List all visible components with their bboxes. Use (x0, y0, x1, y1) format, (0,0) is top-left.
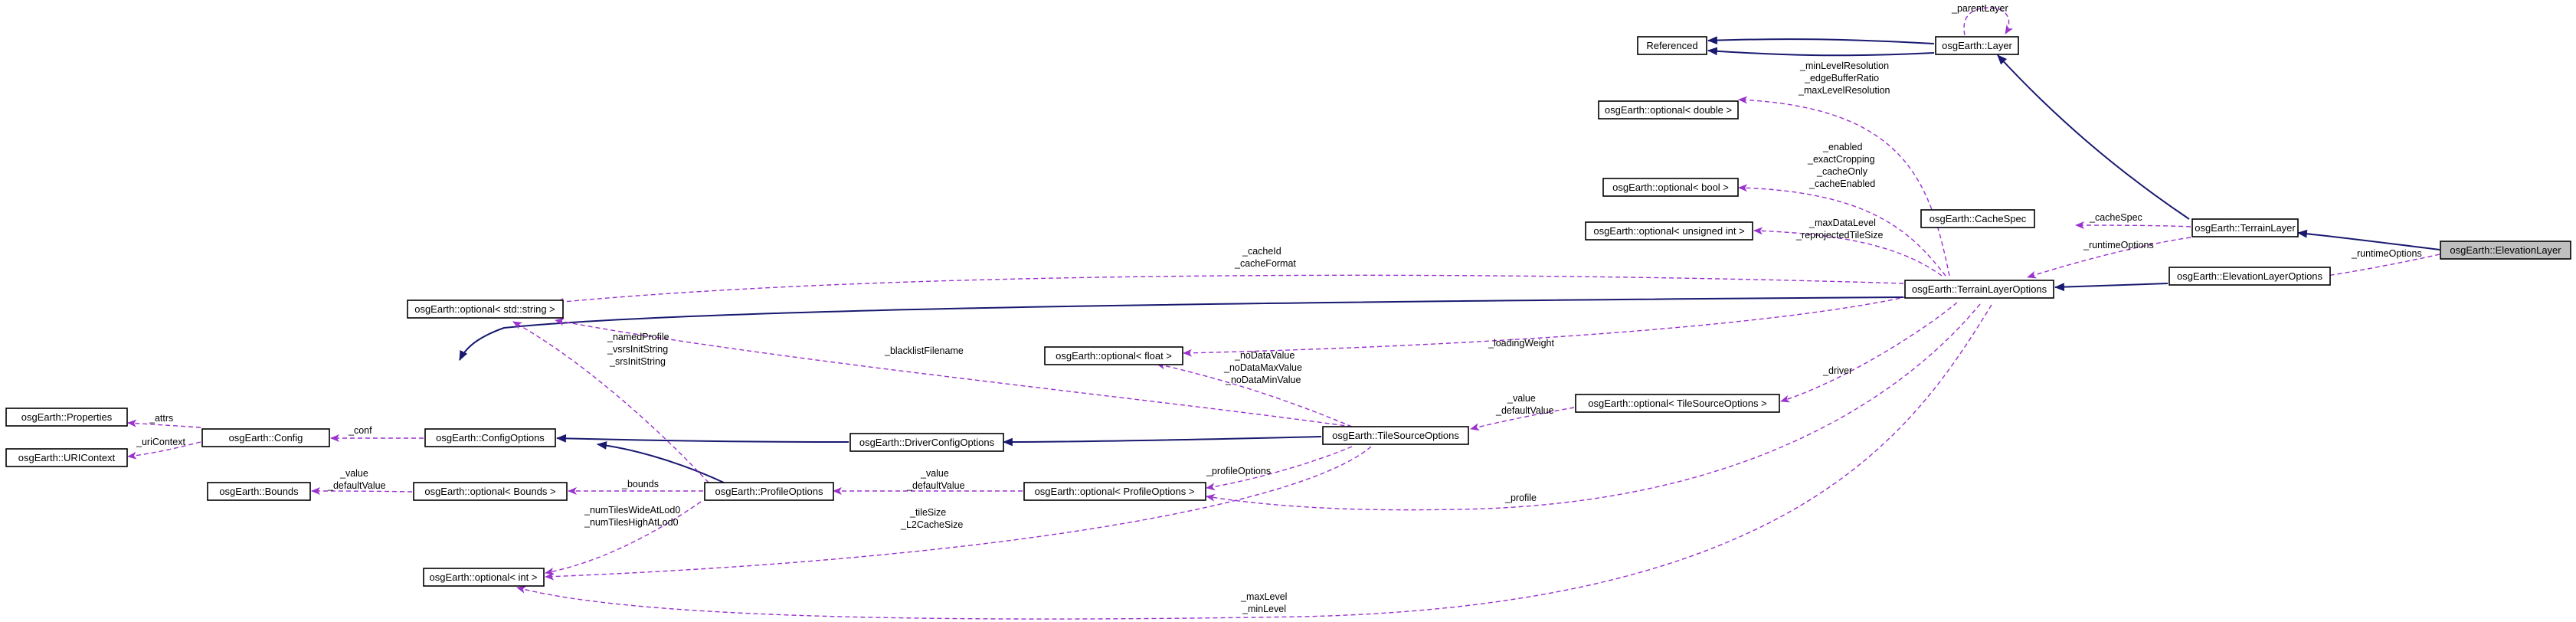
node-optional-unsigned-int[interactable]: osgEarth::optional< unsigned int > (1585, 221, 1753, 241)
label-profile: _profile (1504, 493, 1537, 503)
svg-text:osgEarth::TerrainLayerOptions: osgEarth::TerrainLayerOptions (1912, 283, 2047, 295)
node-optional-int[interactable]: osgEarth::optional< int > (423, 568, 545, 587)
label-vsrs-init-string: _vsrsInitString (607, 344, 668, 355)
label-max-data-level: _maxDataLevel (1808, 218, 1876, 228)
svg-text:osgEarth::TerrainLayer: osgEarth::TerrainLayer (2195, 222, 2296, 234)
label-po-default-value: _defaultValue (906, 480, 965, 491)
svg-text:osgEarth::optional< unsigned i: osgEarth::optional< unsigned int > (1593, 225, 1744, 237)
svg-text:osgEarth::CacheSpec: osgEarth::CacheSpec (1930, 213, 2027, 224)
node-layer[interactable]: osgEarth::Layer (1935, 36, 2019, 55)
node-terrainlayer[interactable]: osgEarth::TerrainLayer (2191, 218, 2299, 237)
node-properties[interactable]: osgEarth::Properties (5, 408, 128, 427)
svg-text:Referenced: Referenced (1646, 40, 1697, 51)
label-cache-only: _cacheOnly (1816, 166, 1868, 177)
label-enabled: _enabled (1822, 142, 1862, 152)
node-optional-string[interactable]: osgEarth::optional< std::string > (407, 300, 564, 319)
svg-text:osgEarth::TileSourceOptions: osgEarth::TileSourceOptions (1332, 430, 1459, 441)
label-attrs: _attrs (149, 413, 173, 424)
node-profileoptions[interactable]: osgEarth::ProfileOptions (704, 482, 834, 501)
label-blacklist-filename: _blacklistFilename (884, 345, 964, 356)
label-reprojected-tile-size: _reprojectedTileSize (1795, 230, 1884, 241)
label-named-profile: _namedProfile (607, 332, 669, 342)
label-nodata-max-value: _noDataMaxValue (1223, 362, 1302, 373)
svg-text:osgEarth::optional< Bounds >: osgEarth::optional< Bounds > (424, 486, 555, 497)
label-num-tiles-wide: _numTilesWideAtLod0 (584, 505, 680, 516)
label-driver: _driver (1822, 365, 1852, 376)
label-nodata-min-value: _noDataMinValue (1225, 375, 1301, 385)
label-num-tiles-high: _numTilesHighAtLod0 (584, 517, 679, 528)
label-bounds: _bounds (621, 479, 659, 489)
usage-edges (127, 7, 2440, 620)
label-parentlayer: _parentLayer (1951, 3, 2008, 14)
label-min-level-resolution: _minLevelResolution (1799, 61, 1889, 71)
inheritance-edges (459, 36, 2440, 483)
edge-labels: _parentLayer _minLevelResolution _edgeBu… (136, 3, 2422, 614)
label-tso-value: _value (1507, 393, 1536, 404)
label-max-level: _maxLevel (1240, 591, 1287, 602)
label-loading-weight: _loadingWeight (1488, 338, 1554, 349)
label-cache-format: _cacheFormat (1234, 258, 1296, 269)
label-uri-context: _uriContext (136, 437, 185, 447)
class-nodes: osgEarth::ElevationLayer osgEarth::Terra… (5, 36, 2571, 587)
label-tso-default-value: _defaultValue (1495, 405, 1554, 416)
label-min-level: _minLevel (1242, 604, 1286, 614)
label-l2-cache-size: _L2CacheSize (900, 519, 963, 530)
svg-text:osgEarth::optional< ProfileOpt: osgEarth::optional< ProfileOptions > (1035, 486, 1195, 497)
label-tile-size: _tileSize (909, 507, 946, 518)
svg-text:osgEarth::optional< float >: osgEarth::optional< float > (1056, 350, 1172, 362)
node-optional-bounds[interactable]: osgEarth::optional< Bounds > (413, 482, 568, 501)
node-config[interactable]: osgEarth::Config (201, 428, 330, 447)
label-edge-buffer-ratio: _edgeBufferRatio (1804, 73, 1879, 83)
node-driverconfigoptions[interactable]: osgEarth::DriverConfigOptions (849, 433, 1004, 452)
label-po-value: _value (920, 468, 949, 479)
svg-text:osgEarth::ElevationLayer: osgEarth::ElevationLayer (2450, 244, 2561, 256)
svg-text:osgEarth::Layer: osgEarth::Layer (1942, 40, 2012, 51)
node-terrainlayeroptions[interactable]: osgEarth::TerrainLayerOptions (1904, 280, 2054, 299)
svg-text:osgEarth::ProfileOptions: osgEarth::ProfileOptions (715, 486, 823, 497)
node-tilesourceoptions[interactable]: osgEarth::TileSourceOptions (1322, 426, 1469, 445)
node-optional-profileoptions[interactable]: osgEarth::optional< ProfileOptions > (1023, 482, 1206, 501)
node-optional-bool[interactable]: osgEarth::optional< bool > (1602, 178, 1739, 197)
label-cache-enabled: _cacheEnabled (1808, 178, 1875, 189)
svg-text:osgEarth::optional< std::strin: osgEarth::optional< std::string > (414, 303, 555, 315)
label-nodata-value: _noDataValue (1234, 350, 1295, 361)
svg-text:osgEarth::DriverConfigOptions: osgEarth::DriverConfigOptions (859, 437, 995, 448)
node-optional-float[interactable]: osgEarth::optional< float > (1044, 346, 1183, 365)
svg-text:osgEarth::optional< TileSource: osgEarth::optional< TileSourceOptions > (1588, 398, 1766, 409)
node-bounds[interactable]: osgEarth::Bounds (207, 482, 311, 501)
svg-text:osgEarth::optional< double >: osgEarth::optional< double > (1605, 104, 1732, 116)
node-optional-tilesourceoptions[interactable]: osgEarth::optional< TileSourceOptions > (1575, 394, 1780, 413)
node-uricontext[interactable]: osgEarth::URIContext (5, 448, 128, 467)
label-profile-options: _profileOptions (1206, 466, 1271, 476)
svg-text:osgEarth::ElevationLayerOption: osgEarth::ElevationLayerOptions (2177, 270, 2323, 282)
label-cache-id: _cacheId (1242, 246, 1281, 257)
svg-text:osgEarth::URIContext: osgEarth::URIContext (18, 452, 116, 463)
label-bounds-default-value: _defaultValue (327, 480, 386, 491)
node-configoptions[interactable]: osgEarth::ConfigOptions (424, 428, 556, 447)
node-elevationlayeroptions[interactable]: osgEarth::ElevationLayerOptions (2168, 267, 2331, 286)
node-referenced[interactable]: Referenced (1637, 36, 1707, 55)
svg-text:osgEarth::optional< bool >: osgEarth::optional< bool > (1612, 182, 1729, 193)
node-cachespec[interactable]: osgEarth::CacheSpec (1920, 209, 2035, 228)
label-runtime-options-tl: _runtimeOptions (2083, 240, 2154, 250)
svg-text:osgEarth::Bounds: osgEarth::Bounds (219, 486, 299, 497)
svg-text:osgEarth::Config: osgEarth::Config (229, 432, 303, 444)
label-runtime-options-el: _runtimeOptions (2351, 248, 2422, 259)
node-optional-double[interactable]: osgEarth::optional< double > (1598, 100, 1739, 119)
node-elevationlayer[interactable]: osgEarth::ElevationLayer (2440, 241, 2571, 260)
label-conf: _conf (348, 425, 372, 436)
label-max-level-resolution: _maxLevelResolution (1798, 85, 1890, 96)
label-bounds-value: _value (339, 468, 368, 479)
svg-text:osgEarth::optional< int >: osgEarth::optional< int > (430, 571, 538, 583)
svg-text:osgEarth::Properties: osgEarth::Properties (21, 411, 113, 423)
label-cachespec: _cacheSpec (2089, 212, 2142, 223)
label-srs-init-string: _srsInitString (609, 356, 666, 367)
label-exact-cropping: _exactCropping (1807, 154, 1875, 165)
svg-text:osgEarth::ConfigOptions: osgEarth::ConfigOptions (436, 432, 545, 444)
